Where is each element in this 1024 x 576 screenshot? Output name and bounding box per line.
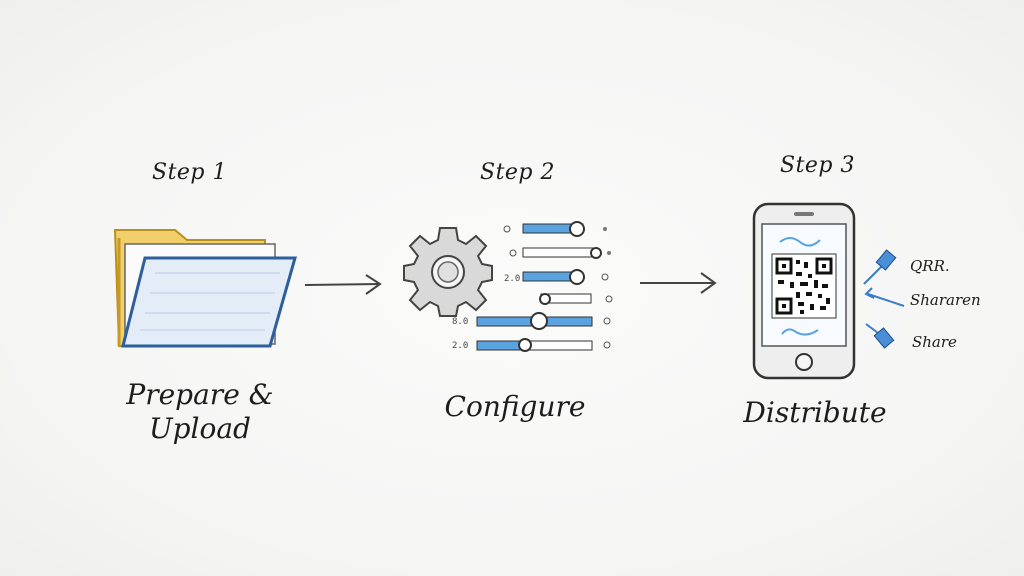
arrow-right-icon xyxy=(304,274,382,295)
slider-value-label: 2.0 xyxy=(452,341,469,351)
step-3-label: Step 3 xyxy=(780,153,856,178)
share-option-share: Share xyxy=(912,333,957,351)
step-1-caption-line2: Upload xyxy=(149,412,251,445)
slider-value-label: 2.0 xyxy=(504,274,521,284)
share-option-share: Shararen xyxy=(910,291,981,309)
step-2-label: Step 2 xyxy=(480,160,556,185)
step-2-caption: Configure xyxy=(444,390,586,423)
folder-icon xyxy=(113,229,297,348)
slider-value-label: 8.0 xyxy=(452,317,469,327)
step-1-label: Step 1 xyxy=(152,160,228,185)
phone-qr-icon xyxy=(752,202,856,380)
step-1-caption-line1: Prepare & xyxy=(126,378,274,411)
step-1-caption: Prepare & Upload xyxy=(110,378,290,446)
share-arrows xyxy=(863,249,905,349)
arrow-right-icon xyxy=(640,272,717,294)
gear-icon xyxy=(403,227,493,317)
step-3-caption: Distribute xyxy=(743,396,887,429)
settings-sliders xyxy=(476,221,613,352)
share-option-qr: QRR. xyxy=(910,257,950,275)
